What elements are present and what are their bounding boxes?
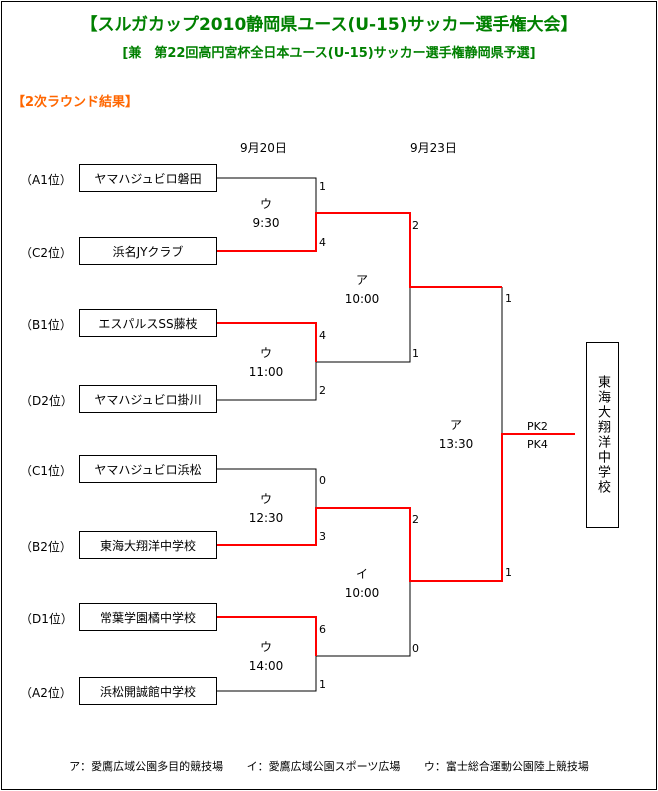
- champion-box: 東海大翔洋中学校: [586, 342, 619, 528]
- match-info: ウ 9:30: [236, 195, 296, 233]
- match-time: 10:00: [344, 586, 380, 600]
- winner-line: [217, 212, 502, 288]
- score: 1: [319, 180, 326, 193]
- match-venue: ウ: [259, 197, 272, 211]
- score: 3: [319, 530, 326, 543]
- match-venue: ア: [355, 273, 368, 287]
- team-box: 浜名JYクラブ: [79, 237, 217, 265]
- winner-line: [217, 616, 317, 656]
- seed-label: （A1位）: [20, 173, 72, 187]
- seed-label: （B2位）: [20, 540, 72, 554]
- match-info: ウ 12:30: [236, 490, 296, 528]
- team-box: ヤマハジュビロ掛川: [79, 385, 217, 413]
- team-box: ヤマハジュビロ浜松: [79, 455, 217, 483]
- match-info: ア 10:00: [332, 271, 392, 309]
- bracket-line: [217, 362, 317, 401]
- score: 2: [412, 219, 419, 232]
- score: 1: [412, 347, 419, 360]
- match-time: 14:00: [248, 659, 284, 673]
- page-subtitle: [兼 第22回高円宮杯全日本ユース(U-15)サッカー選手権静岡県予選]: [122, 46, 536, 61]
- score: 6: [319, 623, 326, 636]
- match-time: 9:30: [252, 216, 280, 230]
- seed-label: （D1位）: [20, 612, 73, 626]
- team-box: 東海大翔洋中学校: [79, 531, 217, 559]
- score: 2: [412, 513, 419, 526]
- seed-label: （D2位）: [20, 394, 73, 408]
- match-venue: ア: [449, 418, 462, 432]
- score: 4: [319, 329, 326, 342]
- seed-label: （B1位）: [20, 318, 72, 332]
- bracket-line: [217, 177, 317, 213]
- match-time: 13:30: [438, 437, 474, 451]
- score: 1: [505, 566, 512, 579]
- bracket-line: [217, 656, 317, 692]
- score: 4: [319, 236, 326, 249]
- legend-item: ウ：富士総合運動公園陸上競技場: [423, 760, 589, 773]
- score: 2: [319, 384, 326, 397]
- winner-line: [217, 433, 575, 582]
- team-box: 常葉学園橘中学校: [79, 603, 217, 631]
- seed-label: （A2位）: [20, 686, 72, 700]
- pk-score: PK4: [527, 438, 548, 451]
- seed-label: （C1位）: [20, 464, 73, 478]
- score: 0: [319, 474, 326, 487]
- score: 1: [505, 292, 512, 305]
- team-box: ヤマハジュビロ磐田: [79, 164, 217, 192]
- winner-line: [217, 322, 317, 362]
- bracket-line: [217, 468, 317, 508]
- match-time: 11:00: [248, 365, 284, 379]
- legend-item: イ：愛鷹広域公園スポーツ広場: [246, 760, 401, 773]
- page-title: 【スルガカップ2010静岡県ユース(U-15)サッカー選手権大会】: [80, 15, 578, 35]
- match-venue: ウ: [259, 640, 272, 654]
- bracket-line: [316, 287, 411, 363]
- match-venue: ウ: [259, 492, 272, 506]
- legend-item: ア：愛鷹広域公園多目的競技場: [69, 760, 224, 773]
- match-venue: ウ: [259, 346, 272, 360]
- venue-legend: ア：愛鷹広域公園多目的競技場 イ：愛鷹広域公園スポーツ広場 ウ：富士総合運動公園…: [0, 758, 658, 774]
- team-box: エスパルスSS藤枝: [79, 309, 217, 337]
- match-time: 12:30: [248, 511, 284, 525]
- round1-date: 9月20日: [240, 141, 287, 155]
- score: 0: [412, 642, 419, 655]
- bracket-line: [316, 581, 411, 657]
- round2-date: 9月23日: [410, 141, 457, 155]
- match-time: 10:00: [344, 292, 380, 306]
- match-info: ウ 11:00: [236, 344, 296, 382]
- match-venue: イ: [355, 567, 368, 581]
- seed-label: （C2位）: [20, 246, 73, 260]
- score: 1: [319, 678, 326, 691]
- match-info: イ 10:00: [332, 565, 392, 603]
- pk-score: PK2: [527, 420, 548, 433]
- match-info: ア 13:30: [426, 416, 486, 454]
- match-info: ウ 14:00: [236, 638, 296, 676]
- section-heading: 【2次ラウンド結果】: [12, 95, 139, 110]
- team-box: 浜松開誠館中学校: [79, 677, 217, 705]
